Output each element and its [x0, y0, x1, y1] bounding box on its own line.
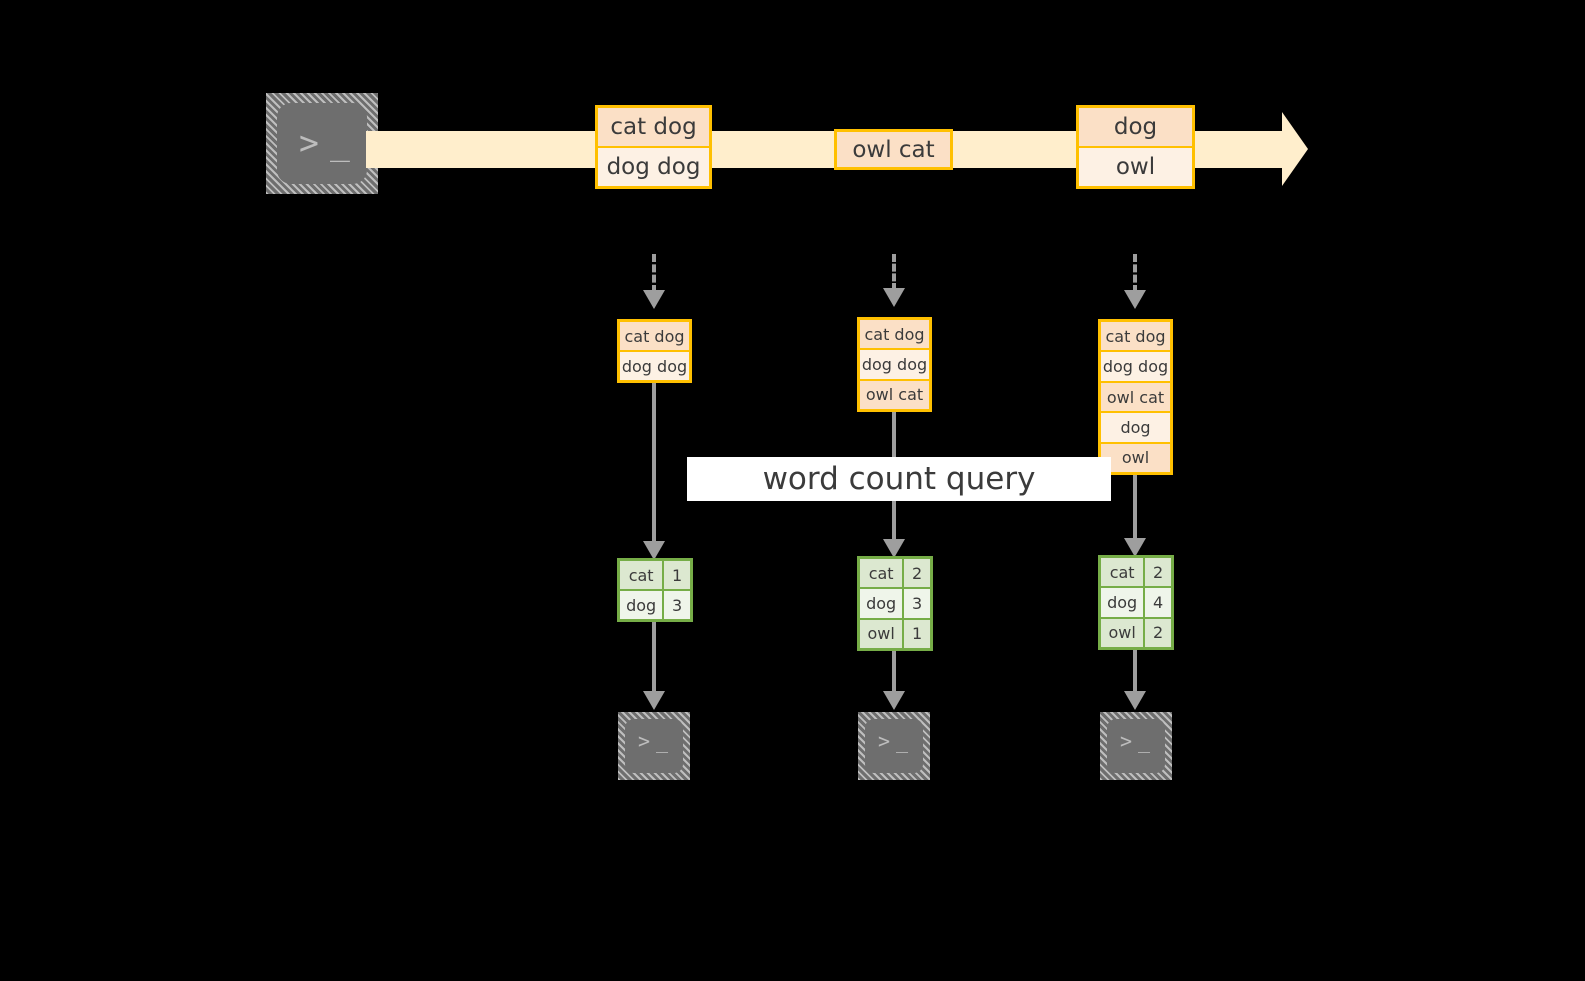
- word-cell: dog: [620, 591, 663, 619]
- stream-arrowhead-icon: [1282, 112, 1334, 186]
- count-cell: 1: [902, 619, 930, 648]
- snapshot-1-sink-connector-arrowhead-icon: [643, 691, 665, 710]
- snapshot-3-query-connector-arrowhead-icon: [1124, 538, 1146, 557]
- record-line: owl cat: [1101, 380, 1170, 412]
- terminal-cursor-glyph: _: [656, 729, 670, 753]
- table-row: cat 2: [1101, 558, 1171, 587]
- snapshot-1-sink-terminal-icon[interactable]: > _: [618, 712, 690, 780]
- snapshot-2-sink-terminal-icon[interactable]: > _: [858, 712, 930, 780]
- record-line: cat dog: [598, 108, 709, 146]
- stream-record-1[interactable]: cat dog dog dog: [595, 105, 712, 189]
- snapshot-3-query-connector: [1133, 475, 1137, 541]
- word-cell: dog: [1101, 588, 1144, 617]
- snapshot-2-stream-connector: [892, 254, 896, 291]
- record-line: cat dog: [620, 322, 689, 350]
- snapshot-2-result-table[interactable]: cat 2 dog 3 owl 1: [857, 556, 933, 651]
- count-cell: 2: [902, 559, 930, 588]
- count-cell: 2: [1143, 618, 1171, 647]
- word-cell: dog: [860, 589, 903, 618]
- terminal-cursor-glyph: _: [1138, 729, 1152, 753]
- count-cell: 2: [1143, 558, 1171, 587]
- terminal-body: [625, 719, 683, 773]
- snapshot-1-query-connector-arrowhead-icon: [643, 541, 665, 560]
- record-line: dog dog: [620, 350, 689, 380]
- terminal-body: [1107, 719, 1165, 773]
- count-cell: 1: [662, 561, 690, 589]
- record-line: owl: [1079, 146, 1192, 186]
- table-row: cat 2: [860, 559, 930, 588]
- stream-record-2[interactable]: owl cat: [834, 129, 953, 170]
- table-row: owl 1: [860, 617, 930, 648]
- snapshot-1-stream-connector-arrowhead-icon: [643, 290, 665, 309]
- record-line: dog dog: [598, 146, 709, 186]
- table-row: dog 4: [1101, 586, 1171, 617]
- snapshot-2-sink-connector: [892, 651, 896, 694]
- snapshot-3-sink-terminal-icon[interactable]: > _: [1100, 712, 1172, 780]
- record-line: cat dog: [860, 320, 929, 349]
- record-line: dog: [1079, 108, 1192, 146]
- snapshot-2-query-connector-arrowhead-icon: [883, 539, 905, 558]
- count-cell: 4: [1143, 588, 1171, 617]
- snapshot-2-sink-connector-arrowhead-icon: [883, 691, 905, 710]
- word-cell: cat: [860, 559, 903, 588]
- word-cell: cat: [1101, 558, 1144, 587]
- snapshot-1-query-connector: [652, 383, 656, 544]
- query-label-text: word count query: [762, 461, 1036, 497]
- source-terminal-icon[interactable]: > _: [266, 93, 378, 194]
- terminal-prompt-glyph: >: [878, 729, 892, 753]
- table-row: dog 3: [860, 587, 930, 618]
- table-row: cat 1: [620, 561, 690, 589]
- snapshot-1-sink-connector: [652, 622, 656, 694]
- snapshot-3-result-table[interactable]: cat 2 dog 4 owl 2: [1098, 555, 1174, 650]
- terminal-prompt-glyph: >: [299, 123, 320, 162]
- record-line: owl: [1101, 441, 1170, 473]
- snapshot-1-stream-connector: [652, 254, 656, 293]
- snapshot-2-stream-connector-arrowhead-icon: [883, 288, 905, 307]
- snapshot-1-result-table[interactable]: cat 1 dog 3: [617, 558, 693, 622]
- count-cell: 3: [662, 591, 690, 619]
- terminal-cursor-glyph: _: [896, 729, 910, 753]
- record-line: owl cat: [860, 378, 929, 409]
- terminal-prompt-glyph: >: [1120, 729, 1134, 753]
- snapshot-3-stream-connector: [1133, 254, 1137, 293]
- snapshot-3-input-records[interactable]: cat dog dog dog owl cat dog owl: [1098, 319, 1173, 475]
- record-line: owl cat: [837, 132, 950, 167]
- terminal-prompt-glyph: >: [638, 729, 652, 753]
- word-cell: cat: [620, 561, 663, 589]
- terminal-cursor-glyph: _: [330, 123, 351, 162]
- snapshot-3-sink-connector: [1133, 650, 1137, 694]
- table-row: dog 3: [620, 589, 690, 619]
- query-label: word count query: [687, 457, 1111, 501]
- snapshot-2-input-records[interactable]: cat dog dog dog owl cat: [857, 317, 932, 412]
- stream-record-3[interactable]: dog owl: [1076, 105, 1195, 189]
- count-cell: 3: [902, 589, 930, 618]
- terminal-body: [865, 719, 923, 773]
- record-line: dog dog: [860, 348, 929, 379]
- table-row: owl 2: [1101, 616, 1171, 647]
- record-line: dog dog: [1101, 350, 1170, 381]
- record-line: dog: [1101, 411, 1170, 442]
- snapshot-3-stream-connector-arrowhead-icon: [1124, 290, 1146, 309]
- snapshot-3-sink-connector-arrowhead-icon: [1124, 691, 1146, 710]
- snapshot-1-input-records[interactable]: cat dog dog dog: [617, 319, 692, 383]
- word-cell: owl: [1101, 618, 1144, 647]
- word-cell: owl: [860, 619, 903, 648]
- terminal-body: [277, 103, 367, 184]
- record-line: cat dog: [1101, 322, 1170, 351]
